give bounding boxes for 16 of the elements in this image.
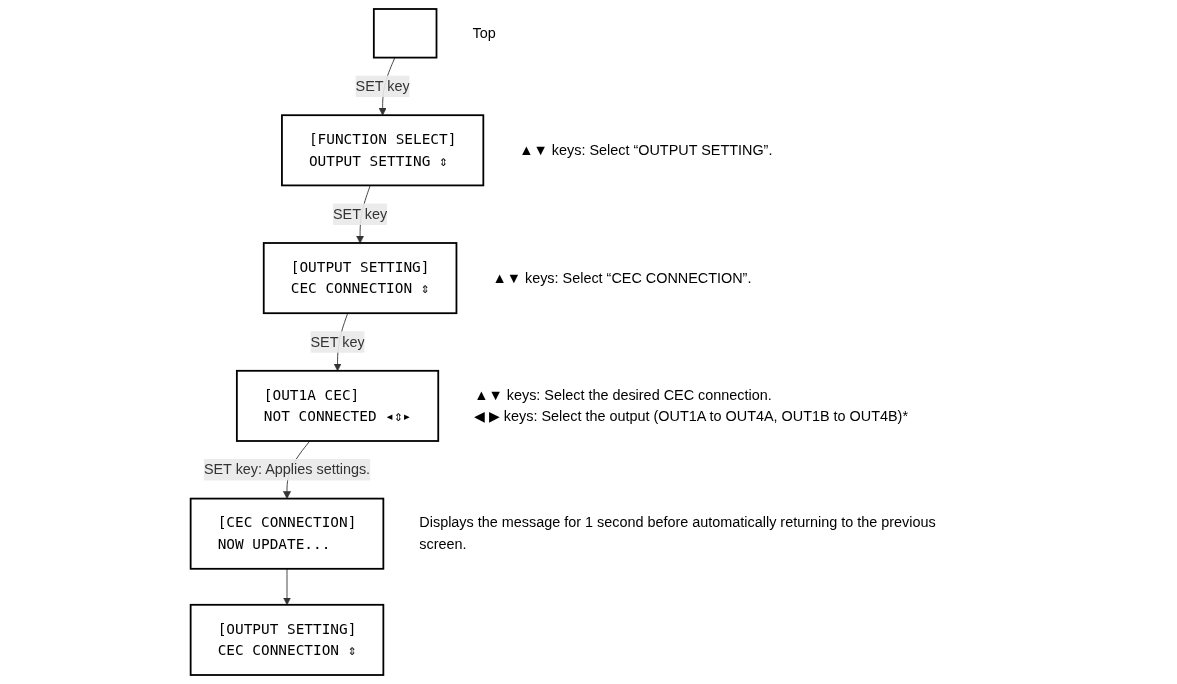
- edge-label: SET key: [355, 78, 410, 94]
- node-label: Displays the message for 1 second before automatically returning to the previous screen.: [419, 514, 936, 552]
- node-label: ▲▼ keys: Select “OUTPUT SETTING”.: [519, 142, 773, 158]
- node-box: [OUTPUT SETTING] CEC CONNECTION ⇕: [262, 242, 458, 315]
- node-box: [CEC CONNECTION] NOW UPDATE...: [189, 497, 385, 570]
- edge-label: SET key: [333, 206, 388, 222]
- node-box: [OUTPUT SETTING] CEC CONNECTION ⇕: [189, 603, 385, 676]
- edge-label: SET key: [310, 333, 365, 350]
- edge-label: SET key: Applies settings.: [203, 461, 371, 477]
- node-label: ▲▼ keys: Select the desired CEC connection.: [474, 387, 772, 403]
- node-box: [FUNCTION SELECT] OUTPUT SETTING ⇕: [281, 114, 485, 187]
- node-label: Top: [472, 25, 496, 41]
- node-label: ▲▼ keys: Select “CEC CONNECTION”.: [492, 270, 752, 286]
- node-box: [OUT1A CEC] NOT CONNECTED ◂⇕▸: [235, 369, 440, 442]
- node-box: [372, 8, 438, 59]
- node-label: ◀ ▶ keys: Select the output (OUT1A to OUT4A, OUT1B to OUT4B)*: [474, 408, 909, 424]
